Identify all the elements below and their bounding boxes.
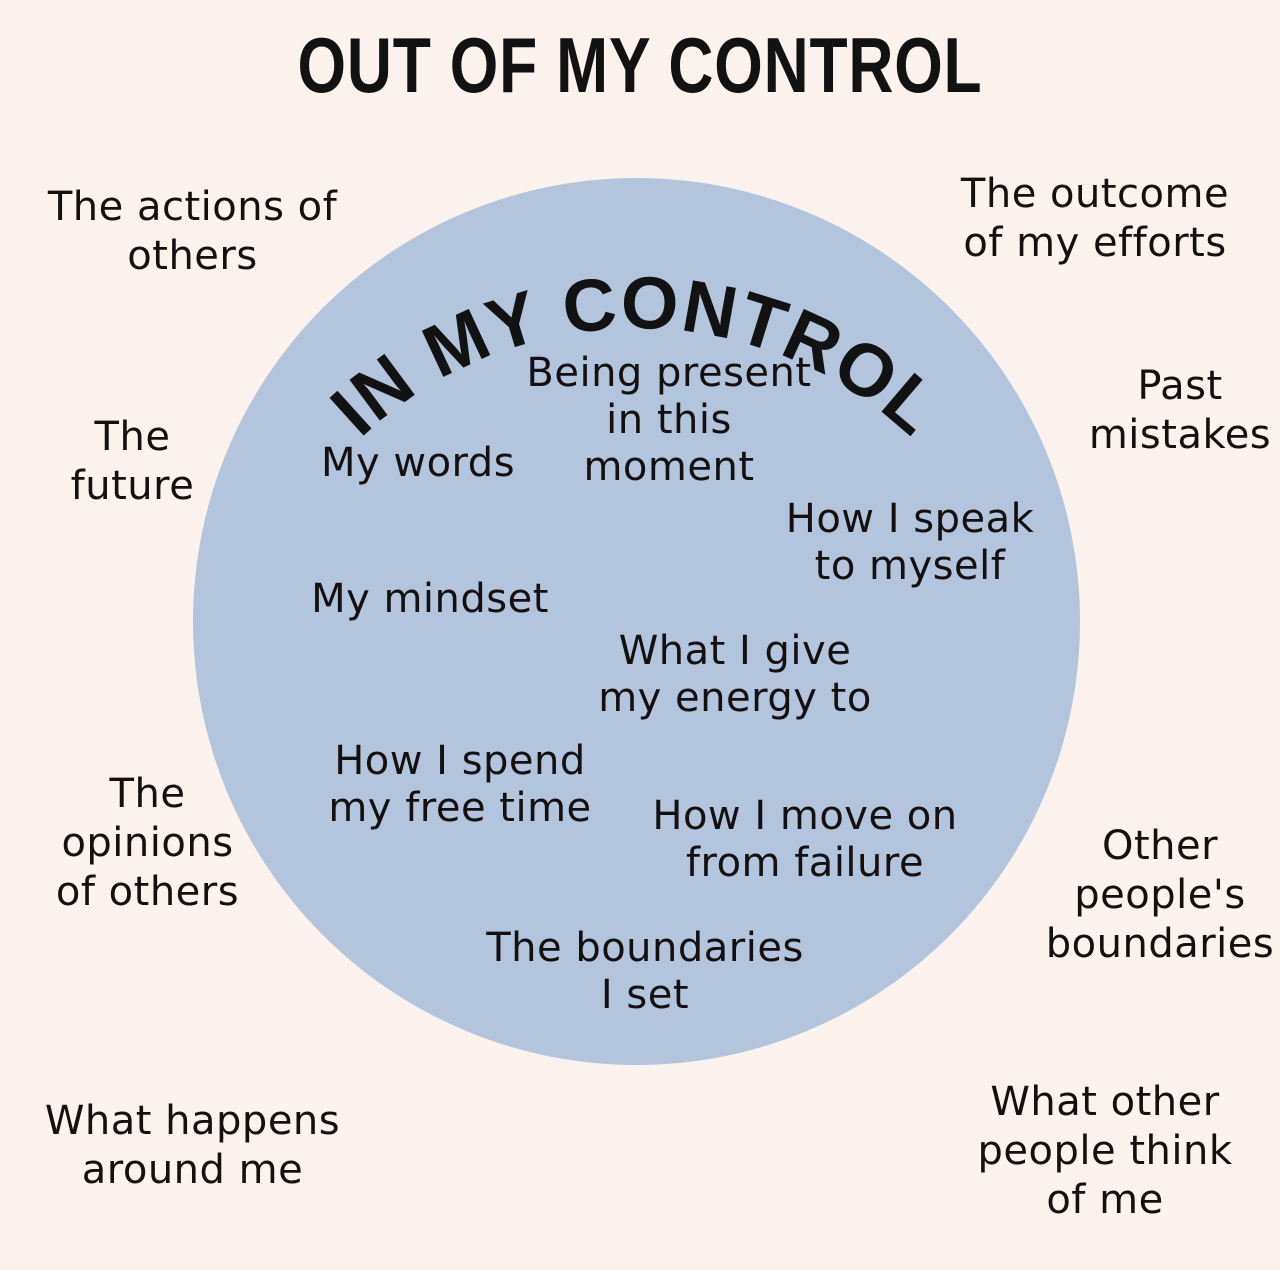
in-control-item: My mindset: [311, 576, 549, 622]
in-my-control-circle: [193, 178, 1080, 1065]
in-control-item: How I speak to myself: [785, 496, 1035, 589]
in-control-item: The boundaries I set: [486, 925, 804, 1018]
out-of-control-item: Other people's boundaries: [1045, 823, 1275, 967]
in-control-item: My words: [320, 440, 516, 486]
in-control-item: How I spend my free time: [328, 738, 592, 831]
out-of-control-item: Past mistakes: [1088, 363, 1272, 458]
out-of-control-item: What other people think of me: [977, 1079, 1233, 1223]
in-control-item: What I give my energy to: [598, 628, 872, 721]
out-of-control-item: The outcome of my efforts: [960, 171, 1230, 266]
out-of-control-item: The actions of others: [47, 184, 338, 279]
out-of-control-item: The future: [70, 414, 195, 509]
page-title: OUT OF MY CONTROL: [297, 21, 983, 109]
in-control-item: How I move on from failure: [652, 793, 958, 886]
out-of-control-item: What happens around me: [44, 1098, 341, 1193]
in-my-control-arc-label: IN MY CONTROL: [315, 261, 955, 451]
out-of-control-item: The opinions of others: [55, 771, 240, 915]
in-control-item: Being present in this moment: [526, 350, 812, 490]
